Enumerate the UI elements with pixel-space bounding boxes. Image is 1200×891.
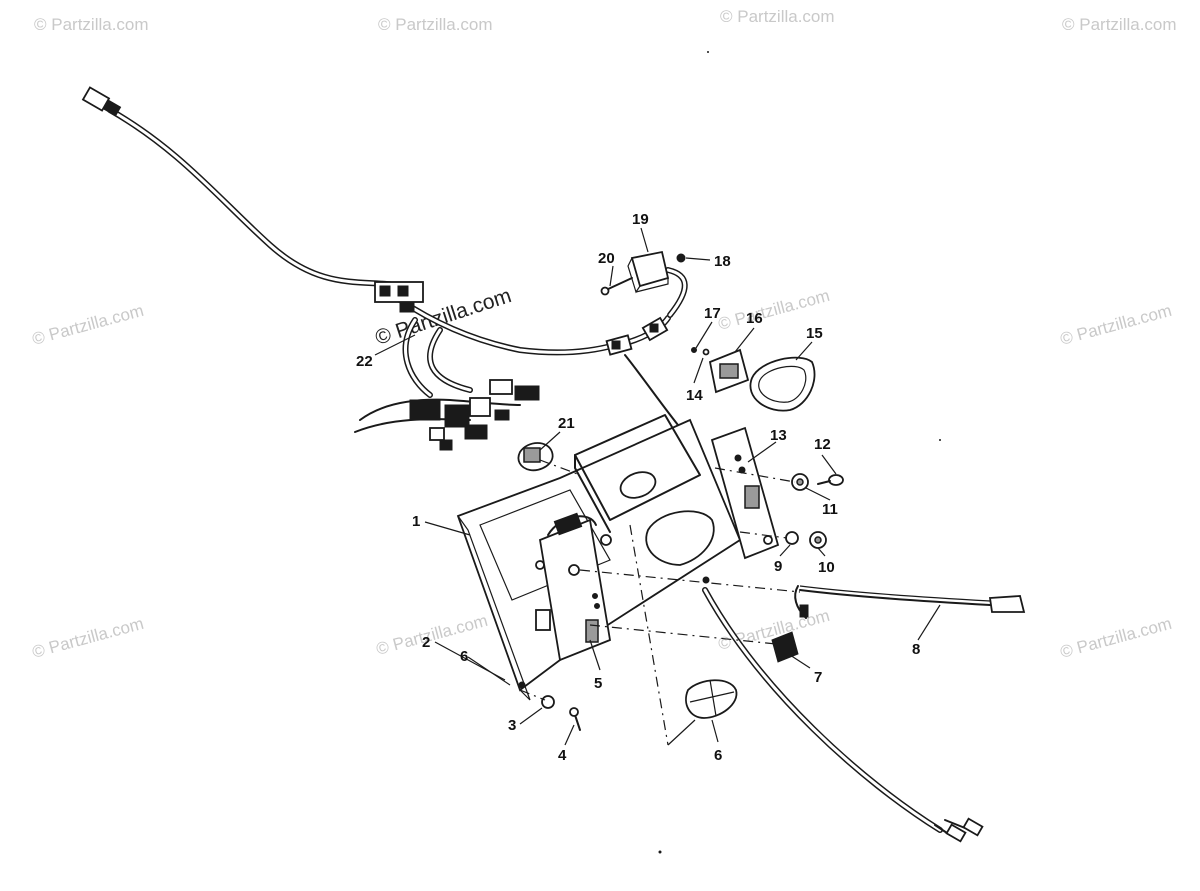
watermark: © Partzilla.com xyxy=(30,301,146,349)
callout-6: 6 xyxy=(714,747,722,764)
callout-16: 16 xyxy=(746,310,763,327)
print-speck xyxy=(658,850,662,854)
callout-13: 13 xyxy=(770,427,787,444)
callout-17: 17 xyxy=(704,305,721,322)
callout-3: 3 xyxy=(508,717,516,734)
callout-6-washer: 6 xyxy=(460,648,468,665)
watermark: © Partzilla.com xyxy=(1058,614,1174,662)
gauge-assembly xyxy=(691,347,816,412)
watermark: © Partzilla.com xyxy=(1058,301,1174,349)
callout-5: 5 xyxy=(594,675,602,692)
callout-18: 18 xyxy=(714,253,731,270)
watermark: © Partzilla.com xyxy=(378,15,493,34)
switch-plate xyxy=(535,512,612,662)
watermark: © Partzilla.com xyxy=(34,15,149,34)
callout-11: 11 xyxy=(822,501,838,518)
callout-1: 1 xyxy=(412,513,420,530)
callout-labels: 1 2 6 3 4 5 6 7 8 9 10 11 12 13 14 15 16… xyxy=(356,211,920,764)
callout-21: 21 xyxy=(558,415,575,432)
leader-lines xyxy=(374,227,941,746)
callout-8: 8 xyxy=(912,641,920,658)
dash-panel xyxy=(456,414,742,701)
small-parts xyxy=(517,442,844,731)
throttle-cable xyxy=(794,585,1026,619)
watermark: © Partzilla.com xyxy=(720,7,835,26)
callout-12: 12 xyxy=(814,436,831,453)
print-speck xyxy=(939,439,941,441)
callout-22: 22 xyxy=(356,353,373,370)
callout-14: 14 xyxy=(686,387,703,404)
callout-19: 19 xyxy=(632,211,649,228)
callout-4: 4 xyxy=(558,747,567,764)
regulator-assembly xyxy=(600,250,686,296)
watermark: © Partzilla.com xyxy=(1062,15,1177,34)
indicator-plate xyxy=(710,426,780,560)
callout-9: 9 xyxy=(774,558,782,575)
callout-2: 2 xyxy=(422,634,430,651)
wiring-harness xyxy=(81,86,984,843)
callout-7: 7 xyxy=(814,669,822,686)
callout-15: 15 xyxy=(806,325,823,342)
watermark: © Partzilla.com xyxy=(30,614,146,662)
watermark: © Partzilla.com xyxy=(374,611,490,659)
callout-20: 20 xyxy=(598,250,615,267)
print-speck xyxy=(707,51,709,53)
callout-10: 10 xyxy=(818,559,835,576)
assembly-lines xyxy=(519,459,801,746)
